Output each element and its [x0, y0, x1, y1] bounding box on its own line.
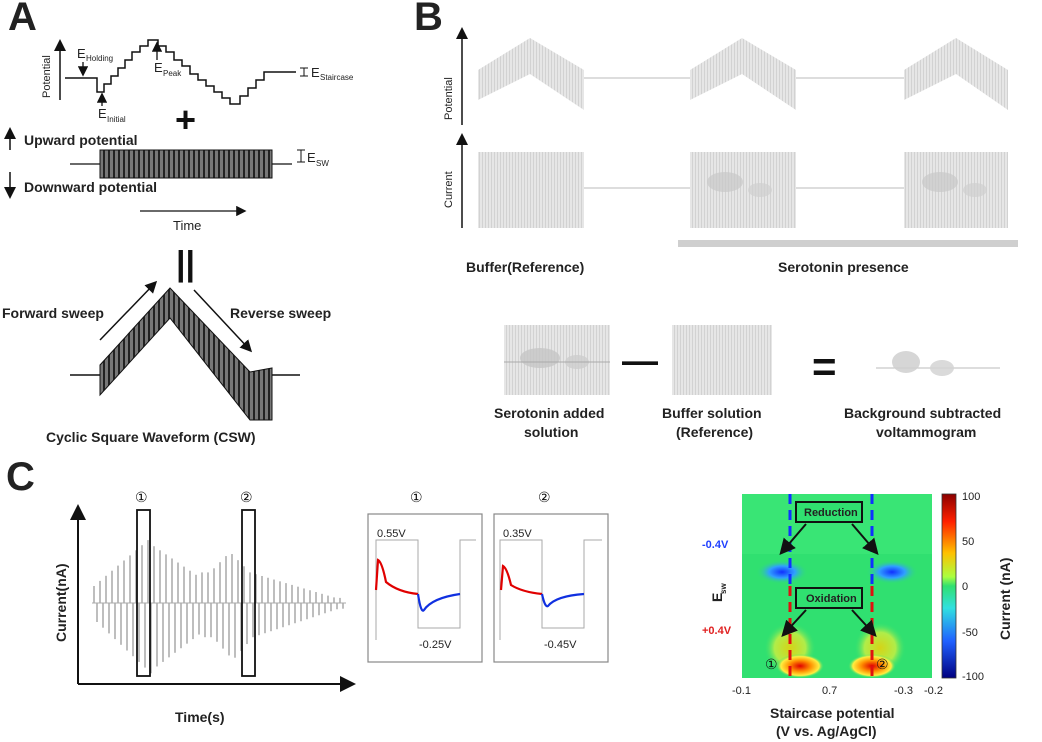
- serotonin-presence-bar: [678, 240, 1018, 247]
- buffer-solution-label-2: (Reference): [676, 424, 753, 440]
- serotonin-added-label-1: Serotonin added: [494, 405, 604, 421]
- e-initial-label: E: [98, 106, 107, 121]
- inset-1-marker: ①: [410, 489, 423, 505]
- cbar-tick-neg100: -100: [962, 671, 984, 683]
- inset-1-pulse: [375, 539, 476, 640]
- esw-label: E: [709, 593, 725, 602]
- minus-sign: —: [622, 340, 658, 381]
- panel-label-b: B: [414, 0, 443, 39]
- csw-waveform: [99, 287, 273, 421]
- e-peak-subscript: Peak: [163, 69, 182, 78]
- potential-axis-label: Potential: [41, 55, 53, 98]
- heatmap-x-label-2: (V vs. Ag/AgCl): [776, 723, 877, 739]
- reverse-sweep-arrow: [193, 289, 253, 353]
- inset-1-red-curve: [374, 558, 419, 596]
- cbar-tick-100: 100: [962, 491, 980, 503]
- csw-caption: Cyclic Square Waveform (CSW): [46, 429, 256, 445]
- background-subtracted-label-2: voltammogram: [876, 424, 976, 440]
- downward-potential-label: Downward potential: [24, 179, 157, 195]
- e-staircase-subscript: Staircase: [320, 73, 354, 82]
- oxidation-box: [795, 587, 863, 609]
- c-x-axis-label: Time(s): [175, 709, 225, 725]
- square-wave-block: [99, 149, 273, 179]
- inset-2-red-curve: [499, 564, 543, 596]
- buffer-solution-trace: [672, 325, 772, 395]
- staircase-waveform: [65, 39, 296, 105]
- heatmap-x-label-1: Staircase potential: [770, 705, 895, 721]
- forward-sweep-label: Forward sweep: [2, 305, 104, 321]
- e-initial-subscript: Initial: [107, 115, 126, 124]
- upward-potential-label: Upward potential: [24, 132, 138, 148]
- reduction-arrow-left: [779, 523, 807, 556]
- oxidation-arrow-right: [851, 609, 877, 637]
- e-sw-subscript: SW: [316, 159, 329, 168]
- reverse-sweep-label: Reverse sweep: [230, 305, 331, 321]
- e-holding-subscript: Holding: [86, 54, 113, 63]
- inset-2-blue-curve: [540, 592, 585, 608]
- e-holding-label: E: [77, 46, 86, 61]
- reduction-arrow-right: [851, 523, 879, 556]
- oxidation-label: Oxidation: [806, 593, 857, 605]
- inset-2-box: [493, 513, 609, 663]
- panel-label-c: C: [6, 455, 35, 499]
- background-subtracted-trace: [876, 351, 1000, 376]
- e-peak-label: E: [154, 60, 163, 75]
- heatmap-blue-blob-left: [756, 560, 808, 584]
- serotonin-added-trace: [504, 325, 610, 395]
- b-current-traces: [478, 152, 1008, 228]
- neg-0-4v-label: -0.4V: [702, 539, 729, 551]
- x-tick-2: 0.7: [822, 685, 837, 697]
- inset-2-marker: ②: [538, 489, 551, 505]
- esw-subscript: sw: [719, 583, 728, 594]
- heatmap-marker-1: ①: [765, 656, 778, 672]
- marker-1-label: ①: [135, 489, 148, 505]
- panel-label-a: A: [8, 0, 37, 39]
- heatmap-blue-blob-right: [866, 560, 918, 584]
- reduction-box: [795, 501, 863, 523]
- marker-box-2: [241, 509, 256, 677]
- b-potential-traces: [478, 38, 1008, 110]
- colorbar: [941, 493, 957, 679]
- cbar-tick-50: 50: [962, 536, 974, 548]
- heatmap: [742, 494, 932, 678]
- inset-1-box: [367, 513, 483, 663]
- inset-1-high-label: 0.55V: [377, 528, 406, 540]
- x-tick-1: -0.1: [732, 685, 751, 697]
- inset-2-pulse: [499, 539, 602, 640]
- serotonin-presence-label: Serotonin presence: [778, 259, 909, 275]
- e-sw-label: E: [307, 150, 316, 165]
- heatmap-marker-2: ②: [876, 656, 889, 672]
- inset-1-low-label: -0.25V: [419, 639, 452, 651]
- x-tick-3: -0.3: [894, 685, 913, 697]
- buffer-reference-label: Buffer(Reference): [466, 259, 584, 275]
- cbar-tick-neg50: -50: [962, 627, 978, 639]
- plus-sign: +: [175, 99, 196, 140]
- forward-sweep-arrow: [99, 280, 158, 341]
- pos-0-4v-label: +0.4V: [702, 625, 732, 637]
- equals-sign: ||: [176, 245, 195, 283]
- c-current-trace: [93, 540, 344, 674]
- inset-1-blue-curve: [416, 592, 461, 612]
- marker-2-label: ②: [240, 489, 253, 505]
- inset-2-low-label: -0.45V: [544, 639, 577, 651]
- oxidation-arrow-left: [781, 609, 807, 637]
- b-current-label: Current: [443, 171, 455, 208]
- heatmap-red-blob-left: [776, 654, 824, 678]
- buffer-solution-label-1: Buffer solution: [662, 405, 762, 421]
- c-y-axis-label: Current(nA): [53, 563, 69, 642]
- inset-2-high-label: 0.35V: [503, 528, 532, 540]
- marker-box-1: [136, 509, 151, 677]
- equals-sign-b: =: [812, 343, 837, 390]
- e-staircase-label: E: [311, 65, 320, 80]
- cbar-label: Current (nA): [997, 558, 1013, 640]
- time-label: Time: [173, 218, 201, 233]
- x-tick-4: -0.2: [924, 685, 943, 697]
- serotonin-added-label-2: solution: [524, 424, 578, 440]
- background-subtracted-label-1: Background subtracted: [844, 405, 1001, 421]
- cbar-tick-0: 0: [962, 581, 968, 593]
- reduction-label: Reduction: [804, 507, 858, 519]
- b-potential-label: Potential: [443, 77, 455, 120]
